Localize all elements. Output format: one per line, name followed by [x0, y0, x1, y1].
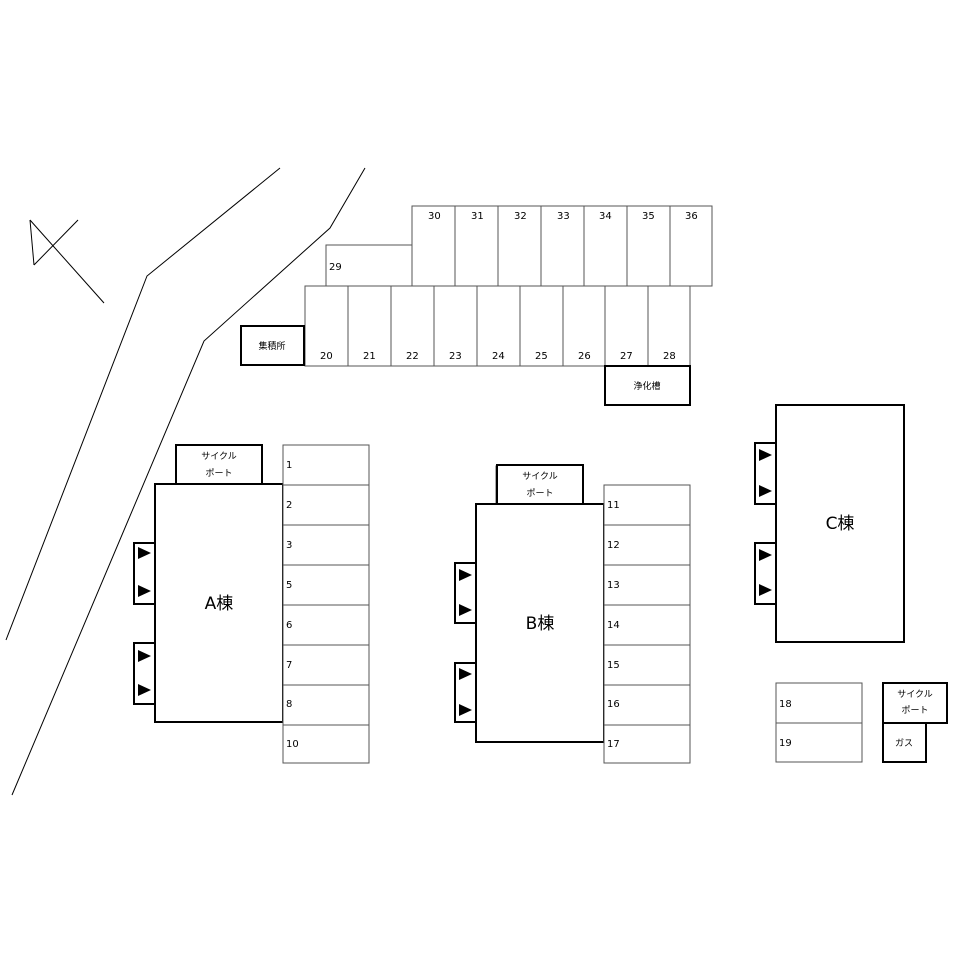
parking-space-16: 16 — [607, 699, 620, 710]
entrance-arrow-icon — [138, 650, 151, 662]
parking-space-30: 30 — [428, 211, 441, 222]
entrance-arrow-icon — [759, 449, 772, 461]
cycle-port-b — [496, 464, 584, 505]
parking-row-middle: 20 21 22 23 24 25 26 27 28 — [304, 285, 691, 367]
parking-space-28: 28 — [663, 351, 676, 362]
entrances-building-c — [754, 442, 777, 605]
septic-tank-box — [604, 365, 691, 406]
entrances-building-b — [454, 562, 477, 723]
parking-space-6: 6 — [286, 620, 292, 631]
entrance-arrow-icon — [138, 585, 151, 597]
parking-space-26: 26 — [578, 351, 591, 362]
building-b — [475, 503, 605, 743]
entrance-arrow-icon — [138, 547, 151, 559]
parking-space-11: 11 — [607, 500, 620, 511]
building-b-label: B棟 — [526, 614, 555, 634]
gas-label: ガス — [895, 738, 913, 749]
parking-column-a: 1 2 3 5 6 7 8 10 — [282, 444, 370, 764]
parking-space-21: 21 — [363, 351, 376, 362]
septic-tank-label: 浄化槽 — [633, 380, 660, 392]
parking-space-22: 22 — [406, 351, 419, 362]
entrance-arrow-icon — [459, 569, 472, 581]
building-c-label: C棟 — [826, 514, 855, 534]
parking-space-2: 2 — [286, 500, 292, 511]
cycle-port-b-line1: サイクル — [522, 471, 558, 482]
parking-space-15: 15 — [607, 660, 620, 671]
cycle-port-a — [175, 444, 263, 485]
parking-space-19-box — [775, 722, 863, 763]
parking-space-17: 17 — [607, 739, 620, 750]
cycle-port-c — [882, 682, 948, 724]
parking-space-18: 18 — [779, 699, 792, 710]
gas-box — [882, 722, 927, 763]
parking-space-20: 20 — [320, 351, 333, 362]
parking-space-3: 3 — [286, 540, 292, 551]
parking-space-8: 8 — [286, 699, 292, 710]
parking-space-34: 34 — [599, 211, 612, 222]
parking-space-7: 7 — [286, 660, 292, 671]
entrance-arrow-icon — [459, 604, 472, 616]
road-edge-right — [11, 167, 366, 796]
collection-point-box — [240, 325, 305, 366]
cycle-port-a-line1: サイクル — [201, 451, 237, 462]
cycle-port-c-line1: サイクル — [897, 689, 933, 700]
parking-space-18-box — [775, 682, 863, 724]
cycle-port-c-line2: ポート — [901, 705, 928, 716]
entrance-arrow-icon — [459, 668, 472, 680]
parking-space-10: 10 — [286, 739, 299, 750]
north-arrow-icon — [29, 219, 105, 304]
cycle-port-b-line2: ポート — [526, 488, 553, 499]
parking-space-33: 33 — [557, 211, 570, 222]
parking-space-14: 14 — [607, 620, 620, 631]
parking-space-35: 35 — [642, 211, 655, 222]
parking-column-b: 11 12 13 14 15 16 17 — [603, 484, 691, 764]
parking-space-32: 32 — [514, 211, 527, 222]
entrance-arrow-icon — [138, 684, 151, 696]
parking-space-36: 36 — [685, 211, 698, 222]
parking-space-31: 31 — [471, 211, 484, 222]
entrances-building-a — [133, 542, 156, 705]
parking-space-24: 24 — [492, 351, 505, 362]
parking-space-12: 12 — [607, 540, 620, 551]
entrance-arrow-icon — [459, 704, 472, 716]
parking-space-13: 13 — [607, 580, 620, 591]
parking-space-27: 27 — [620, 351, 633, 362]
entrance-arrow-icon — [759, 485, 772, 497]
building-a-label: A棟 — [205, 594, 234, 614]
parking-space-19: 19 — [779, 738, 792, 749]
road-edge-left — [5, 167, 281, 641]
parking-space-1: 1 — [286, 460, 292, 471]
parking-space-5: 5 — [286, 580, 292, 591]
parking-space-25: 25 — [535, 351, 548, 362]
collection-point-label: 集積所 — [258, 340, 285, 352]
entrance-arrow-icon — [759, 584, 772, 596]
entrance-arrow-icon — [759, 549, 772, 561]
parking-space-23: 23 — [449, 351, 462, 362]
parking-space-29: 29 — [329, 262, 342, 273]
parking-row-top: 30 31 32 33 34 35 36 — [411, 205, 713, 287]
building-c — [775, 404, 905, 643]
cycle-port-a-line2: ポート — [205, 468, 232, 479]
